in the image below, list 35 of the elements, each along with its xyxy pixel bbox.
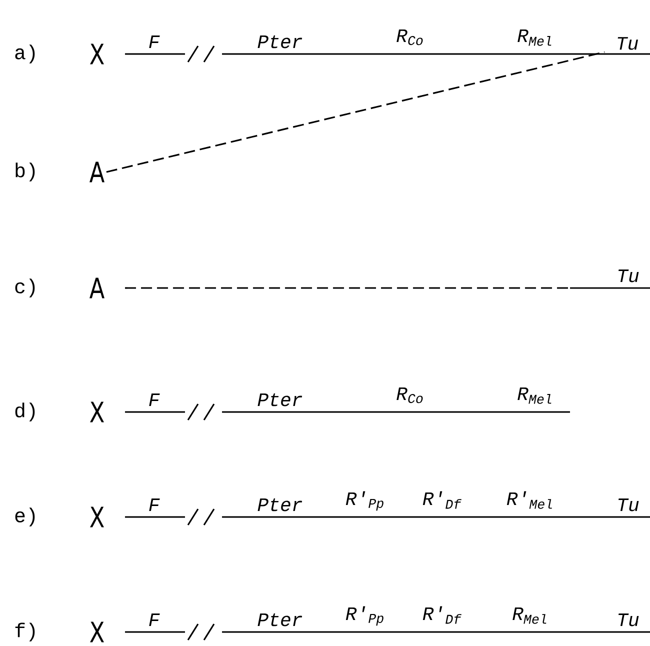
row-label: f) [15, 622, 35, 642]
row-label: d) [15, 402, 35, 422]
gene-label: F [149, 36, 160, 48]
gene-label: R′$_{Df}$ [422, 491, 462, 509]
gene-label: Pter [258, 35, 302, 48]
chromosome-letter: X [90, 622, 104, 642]
chromosome-letter: X [90, 44, 104, 64]
row-label: e) [15, 508, 35, 526]
gene-label: Tu [618, 270, 639, 282]
gene-label: R′$_{Pp}$ [346, 606, 384, 626]
gene-label: F [149, 394, 160, 406]
chromosome-letter: X [90, 506, 104, 528]
gene-label: R$_{Mel}$ [512, 608, 546, 624]
gene-label: R′$_{Mel}$ [506, 491, 552, 509]
row-label: a) [15, 44, 35, 64]
gene-label: Tu [618, 498, 639, 512]
gene-label: Tu [618, 37, 638, 50]
gene-label: R′$_{Pp}$ [346, 491, 384, 511]
gene-label: Pter [258, 393, 302, 406]
gene-label: R$_{Mel}$ [518, 388, 552, 404]
chromosome-letter: A [90, 162, 104, 182]
chromosome-letter: X [90, 402, 104, 422]
chromosome-letter: A [90, 278, 104, 298]
gene-label: Pter [258, 498, 302, 512]
gene-label: R$_{Co}$ [396, 388, 423, 404]
gene-label: R′$_{Df}$ [422, 606, 462, 624]
gene-label: R$_{Mel}$ [518, 30, 552, 46]
gene-label: Tu [618, 614, 639, 626]
gene-label: R$_{Co}$ [396, 30, 423, 46]
gene-label: F [149, 614, 160, 626]
gene-label: Pter [258, 613, 302, 626]
gene-label: F [149, 498, 160, 511]
row-label: c) [15, 278, 35, 298]
dashed-line [106, 51, 605, 173]
row-label: b) [16, 162, 35, 182]
